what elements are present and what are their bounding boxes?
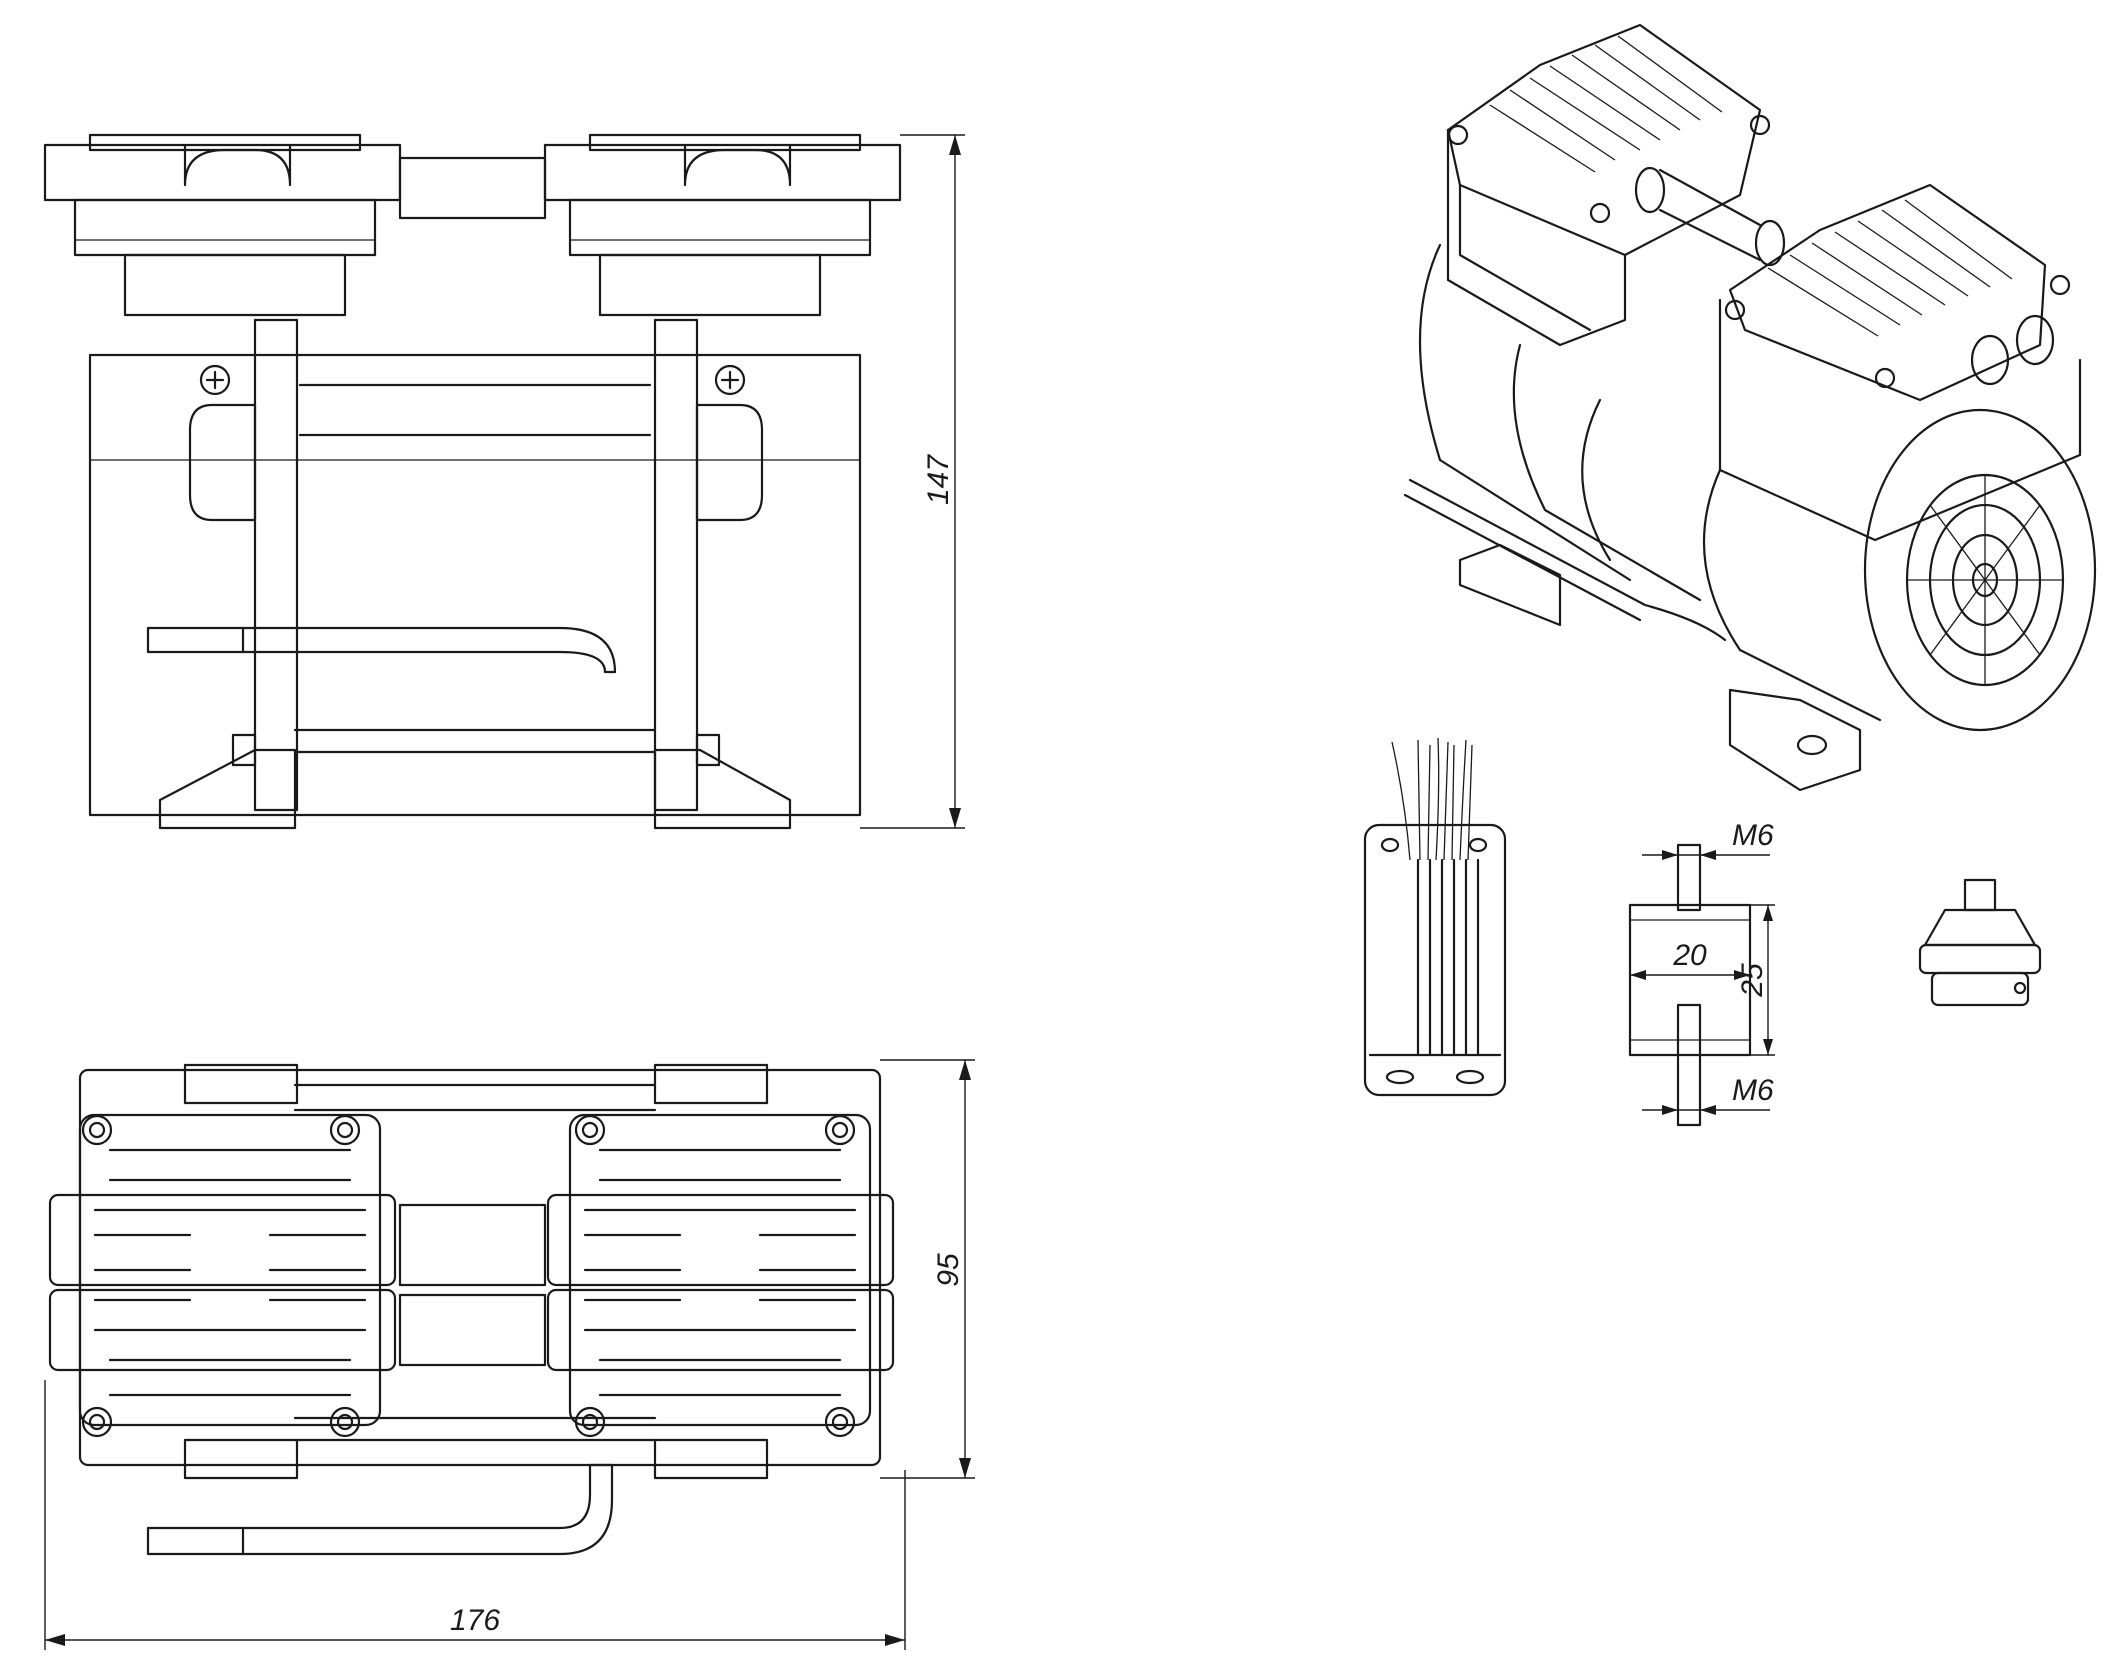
capacitor-wires bbox=[1391, 737, 1480, 1057]
thread-bottom-label: M6 bbox=[1732, 1074, 1774, 1107]
fan-grille-icon bbox=[1863, 408, 2097, 732]
front-view: 147 bbox=[43, 133, 965, 830]
damper-drawing: M6 M6 20 25 bbox=[1628, 819, 1775, 1127]
cooling-fins bbox=[583, 1148, 857, 1397]
cooling-fins bbox=[93, 1148, 367, 1397]
thread-top-label: M6 bbox=[1732, 819, 1774, 852]
depth-label: 95 bbox=[932, 1253, 965, 1287]
cooling-fins bbox=[1489, 35, 1723, 173]
phillips-screw-icon bbox=[714, 364, 746, 396]
cooling-fins bbox=[1767, 199, 2013, 337]
capacitor-drawing bbox=[1363, 737, 1507, 1097]
top-cable bbox=[146, 1463, 614, 1556]
front-left-head bbox=[43, 133, 402, 317]
front-right-head bbox=[543, 133, 902, 317]
top-left-cylinder-head bbox=[48, 1063, 397, 1480]
width-label: 176 bbox=[450, 1604, 500, 1637]
plug-drawing bbox=[1918, 878, 2042, 1007]
height-label: 147 bbox=[922, 454, 955, 505]
isometric-view bbox=[1403, 23, 2097, 792]
height-dimension: 147 bbox=[860, 134, 965, 829]
top-view: 95 176 bbox=[44, 1059, 975, 1650]
front-cable bbox=[146, 626, 617, 674]
top-right-cylinder-head bbox=[546, 1063, 895, 1480]
damper-height-label: 25 bbox=[1736, 963, 1769, 998]
diameter-label: 20 bbox=[1672, 939, 1707, 972]
phillips-screw-icon bbox=[199, 364, 231, 396]
depth-dimension: 95 bbox=[880, 1059, 975, 1479]
width-dimension: 176 bbox=[44, 1380, 906, 1650]
